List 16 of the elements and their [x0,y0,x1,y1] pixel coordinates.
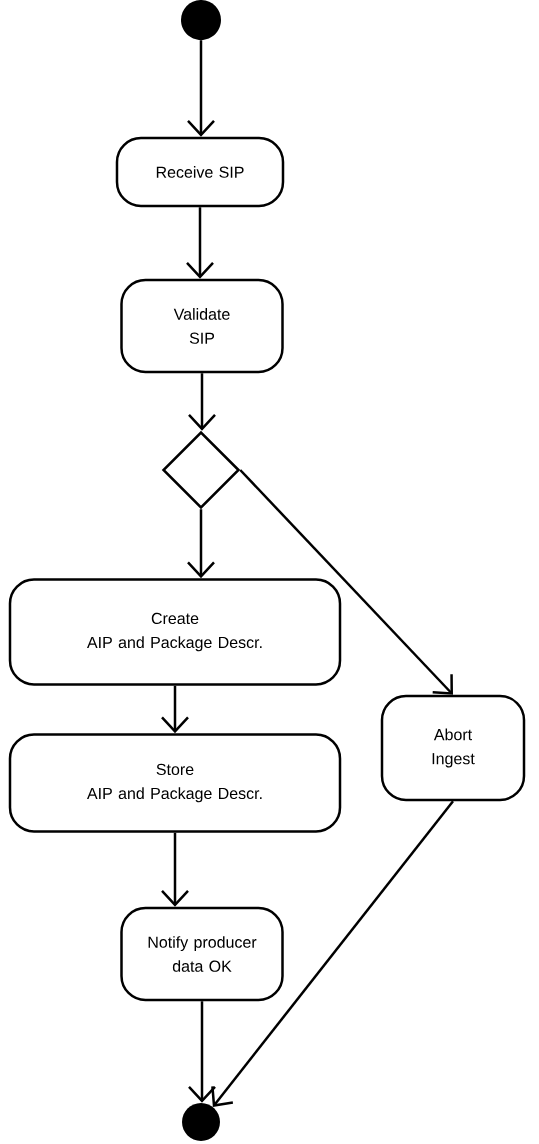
arrow [188,1001,216,1103]
arrow [187,40,215,137]
activity-box: Create AIP and Package Descr. [8,578,342,686]
arrow [188,373,216,431]
activity-box: Notify producer data OK [120,906,284,1002]
arrow [187,509,215,579]
arrow [211,800,454,1107]
activity-box: Abort Ingest [380,694,526,802]
end-node [182,1103,220,1141]
arrow [186,207,214,279]
start-node [181,0,221,40]
arrow [239,469,453,695]
arrow [161,832,189,907]
activity-box: Validate SIP [120,278,284,374]
activity-box: Store AIP and Package Descr. [8,733,342,833]
activity-box: Receive SIP [115,136,285,208]
